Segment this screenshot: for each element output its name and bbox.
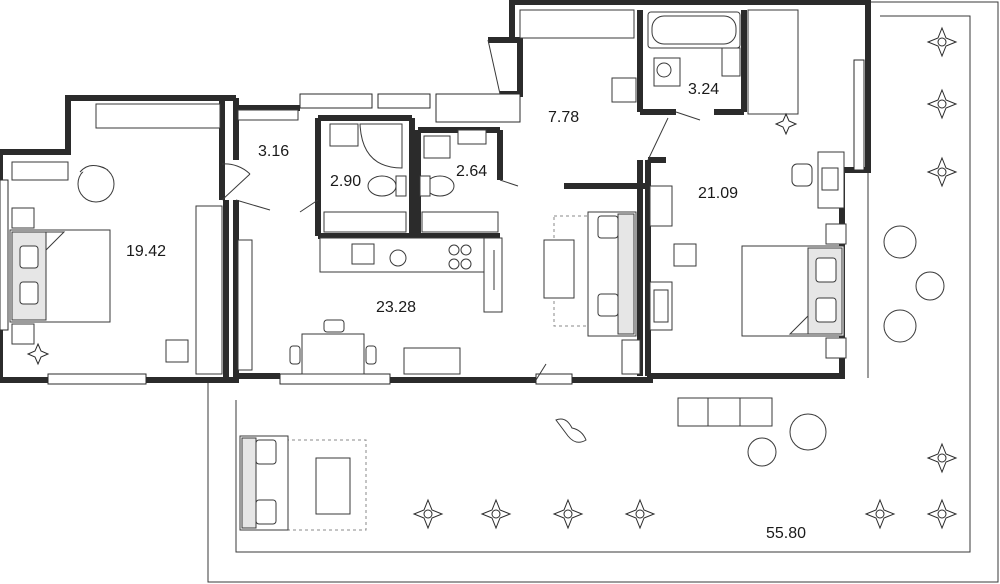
tv-unit-right <box>649 185 697 331</box>
area-bedroom-right: 21.09 <box>698 185 738 202</box>
area-entry: 7.78 <box>548 109 579 126</box>
climate-unit-entry <box>611 77 637 103</box>
area-bathroom-1: 2.90 <box>330 173 361 190</box>
living-sofa <box>543 211 641 375</box>
climate-unit-left <box>165 339 189 363</box>
bathroom-3-fixtures <box>647 11 741 87</box>
bathroom-2-fixtures <box>419 129 499 233</box>
bed-left <box>9 207 111 345</box>
armchair-left <box>77 165 115 203</box>
area-bathroom-2: 2.64 <box>456 163 487 180</box>
area-bedroom-left: 19.42 <box>126 243 166 260</box>
interior-walls <box>219 10 747 378</box>
area-terrace: 55.80 <box>766 525 806 542</box>
area-kitchen-living: 23.28 <box>376 299 416 316</box>
area-bathroom-3: 3.24 <box>688 81 719 98</box>
terrace-chairs <box>747 225 945 467</box>
doors <box>221 39 701 381</box>
plants <box>26 26 958 530</box>
wardrobes <box>11 9 799 375</box>
dining-table <box>289 319 461 375</box>
area-hall: 3.16 <box>258 143 289 160</box>
desk-right <box>791 151 845 209</box>
terrace-bench <box>677 397 773 427</box>
bed-right <box>741 223 847 359</box>
dog <box>555 418 587 443</box>
kitchen-counter <box>319 237 503 313</box>
terrace-sofa <box>239 435 367 531</box>
bathroom-1-fixtures <box>323 123 407 233</box>
windows <box>0 59 865 385</box>
